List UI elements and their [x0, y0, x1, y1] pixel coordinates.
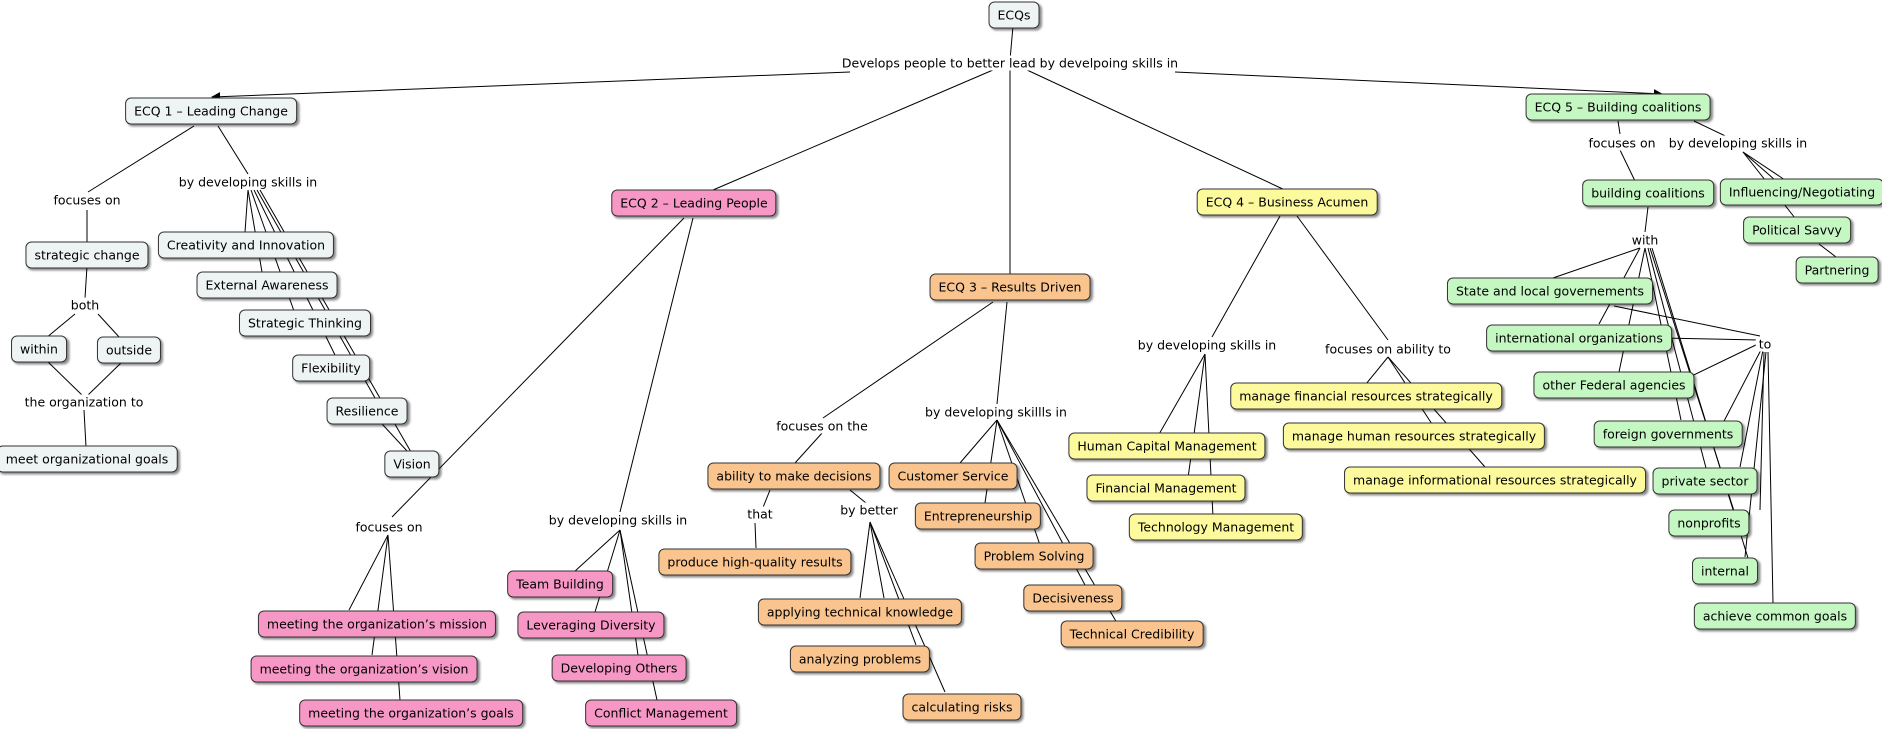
- link-label-that: that: [744, 506, 776, 522]
- node-ecqs[interactable]: ECQs: [988, 1, 1040, 29]
- node-technical-credibility[interactable]: Technical Credibility: [1060, 620, 1204, 648]
- node-ecq1-leading-change[interactable]: ECQ 1 – Leading Change: [125, 97, 297, 125]
- link-label-with: with: [1628, 232, 1662, 248]
- node-flexibility[interactable]: Flexibility: [292, 354, 370, 382]
- node-foreign-governments[interactable]: foreign governments: [1593, 420, 1743, 448]
- node-external-awareness[interactable]: External Awareness: [196, 271, 338, 299]
- node-manage-informational-resources[interactable]: manage informational resources strategic…: [1344, 466, 1646, 494]
- link-label-the-organization-to: the organization to: [21, 394, 147, 410]
- link-label-ecq5-by-developing: by developing skills in: [1665, 135, 1811, 151]
- node-produce-high-quality-results[interactable]: produce high-quality results: [658, 548, 852, 576]
- node-problem-solving[interactable]: Problem Solving: [974, 542, 1094, 570]
- link-label-ecq2-focuses-on: focuses on: [352, 519, 426, 535]
- link-label-to: to: [1755, 336, 1775, 352]
- node-ecq4-business-acumen[interactable]: ECQ 4 – Business Acumen: [1196, 188, 1378, 216]
- link-label-ecq2-by-developing: by developing skills in: [545, 512, 691, 528]
- link-label-both: both: [67, 297, 103, 313]
- node-calculating-risks[interactable]: calculating risks: [902, 693, 1022, 721]
- link-label-root: Develops people to better lead by develp…: [838, 55, 1182, 71]
- node-nonprofits[interactable]: nonprofits: [1668, 509, 1750, 537]
- link-label-by-better: by better: [837, 502, 901, 518]
- node-resilience[interactable]: Resilience: [326, 397, 408, 425]
- node-outside[interactable]: outside: [96, 336, 162, 364]
- node-ecq3-results-driven[interactable]: ECQ 3 – Results Driven: [929, 273, 1091, 301]
- node-internal[interactable]: internal: [1692, 557, 1758, 585]
- node-ecq5-building-coalitions[interactable]: ECQ 5 – Building coalitions: [1525, 93, 1711, 121]
- node-developing-others[interactable]: Developing Others: [551, 654, 687, 682]
- node-meeting-goals[interactable]: meeting the organization’s goals: [299, 699, 523, 727]
- node-creativity-and-innovation[interactable]: Creativity and Innovation: [157, 231, 335, 259]
- node-team-building[interactable]: Team Building: [507, 570, 613, 598]
- link-label-focuses-on-the: focuses on the: [773, 418, 871, 434]
- node-conflict-management[interactable]: Conflict Management: [585, 699, 737, 727]
- node-ecq2-leading-people[interactable]: ECQ 2 – Leading People: [611, 189, 777, 217]
- node-other-federal-agencies[interactable]: other Federal agencies: [1533, 371, 1695, 399]
- node-state-and-local-governments[interactable]: State and local governements: [1446, 277, 1654, 305]
- node-financial-management[interactable]: Financial Management: [1086, 474, 1246, 502]
- node-political-savvy[interactable]: Political Savvy: [1743, 216, 1851, 244]
- link-label-ecq1-focuses-on: focuses on: [50, 192, 124, 208]
- link-label-focuses-on-ability-to: focuses on ability to: [1322, 341, 1454, 357]
- node-manage-human-resources[interactable]: manage human resources strategically: [1282, 422, 1546, 450]
- node-within[interactable]: within: [11, 335, 67, 363]
- node-manage-financial-resources[interactable]: manage financial resources strategically: [1230, 382, 1502, 410]
- node-influencing-negotiating[interactable]: Influencing/Negotiating: [1719, 178, 1882, 206]
- node-strategic-change[interactable]: strategic change: [25, 241, 149, 269]
- link-label-ecq3-by-developing: by developing skillls in: [922, 404, 1070, 420]
- node-human-capital-management[interactable]: Human Capital Management: [1068, 432, 1266, 460]
- node-meet-organizational-goals[interactable]: meet organizational goals: [0, 445, 178, 473]
- node-analyzing-problems[interactable]: analyzing problems: [789, 645, 931, 673]
- node-meeting-vision[interactable]: meeting the organization’s vision: [250, 655, 478, 683]
- node-vision[interactable]: Vision: [384, 450, 440, 478]
- node-building-coalitions[interactable]: building coalitions: [1582, 179, 1714, 207]
- node-customer-service[interactable]: Customer Service: [888, 462, 1018, 490]
- link-label-ecq1-by-developing: by developing skills in: [175, 174, 321, 190]
- node-decisiveness[interactable]: Decisiveness: [1023, 584, 1123, 612]
- link-label-ecq5-focuses-on: focuses on: [1585, 135, 1659, 151]
- node-leveraging-diversity[interactable]: Leveraging Diversity: [517, 611, 665, 639]
- node-private-sector[interactable]: private sector: [1652, 467, 1758, 495]
- node-technology-management[interactable]: Technology Management: [1128, 513, 1304, 541]
- node-entrepreneurship[interactable]: Entrepreneurship: [914, 502, 1042, 530]
- link-label-ecq4-by-developing: by developing skills in: [1134, 337, 1280, 353]
- node-applying-technical-knowledge[interactable]: applying technical knowledge: [757, 598, 963, 626]
- node-achieve-common-goals[interactable]: achieve common goals: [1693, 602, 1857, 630]
- node-meeting-mission[interactable]: meeting the organization’s mission: [257, 610, 497, 638]
- node-international-organizations[interactable]: international organizations: [1486, 324, 1672, 352]
- node-strategic-thinking[interactable]: Strategic Thinking: [238, 309, 372, 337]
- node-ability-to-make-decisions[interactable]: ability to make decisions: [707, 462, 881, 490]
- node-partnering[interactable]: Partnering: [1795, 256, 1879, 284]
